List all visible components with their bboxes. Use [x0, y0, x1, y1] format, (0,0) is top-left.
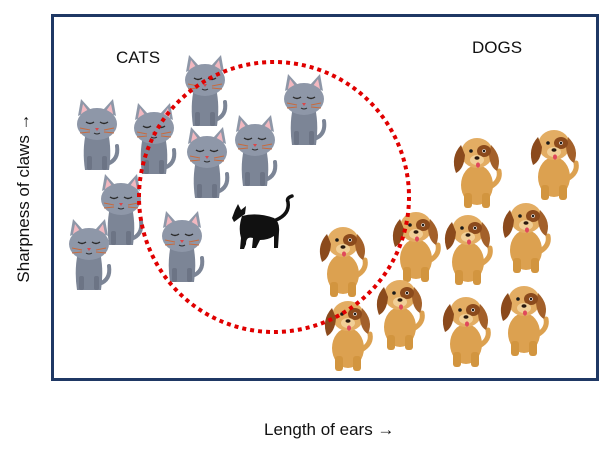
cat-icon [233, 113, 278, 188]
dog-icon [454, 138, 499, 208]
cat-icon [282, 72, 327, 147]
dog-icon [443, 297, 488, 367]
plot-frame [51, 14, 599, 381]
cat-icon [185, 125, 230, 200]
dog-icon [501, 286, 546, 356]
dog-icon [445, 215, 490, 285]
black-cat-silhouette-icon [232, 194, 294, 249]
dog-icon [325, 301, 370, 371]
cats-label: CATS [116, 48, 161, 67]
x-axis-label: Length of ears → [264, 420, 395, 439]
cat-icon [75, 97, 120, 172]
dogs-label: DOGS [472, 38, 523, 57]
dog-icon [503, 203, 548, 273]
cat-icon [160, 209, 205, 284]
nearest-neighbors-circle [137, 60, 411, 334]
cat-icon [67, 217, 112, 292]
dog-icon [377, 280, 422, 350]
dog-icon [531, 130, 576, 200]
dog-icon [320, 227, 365, 297]
